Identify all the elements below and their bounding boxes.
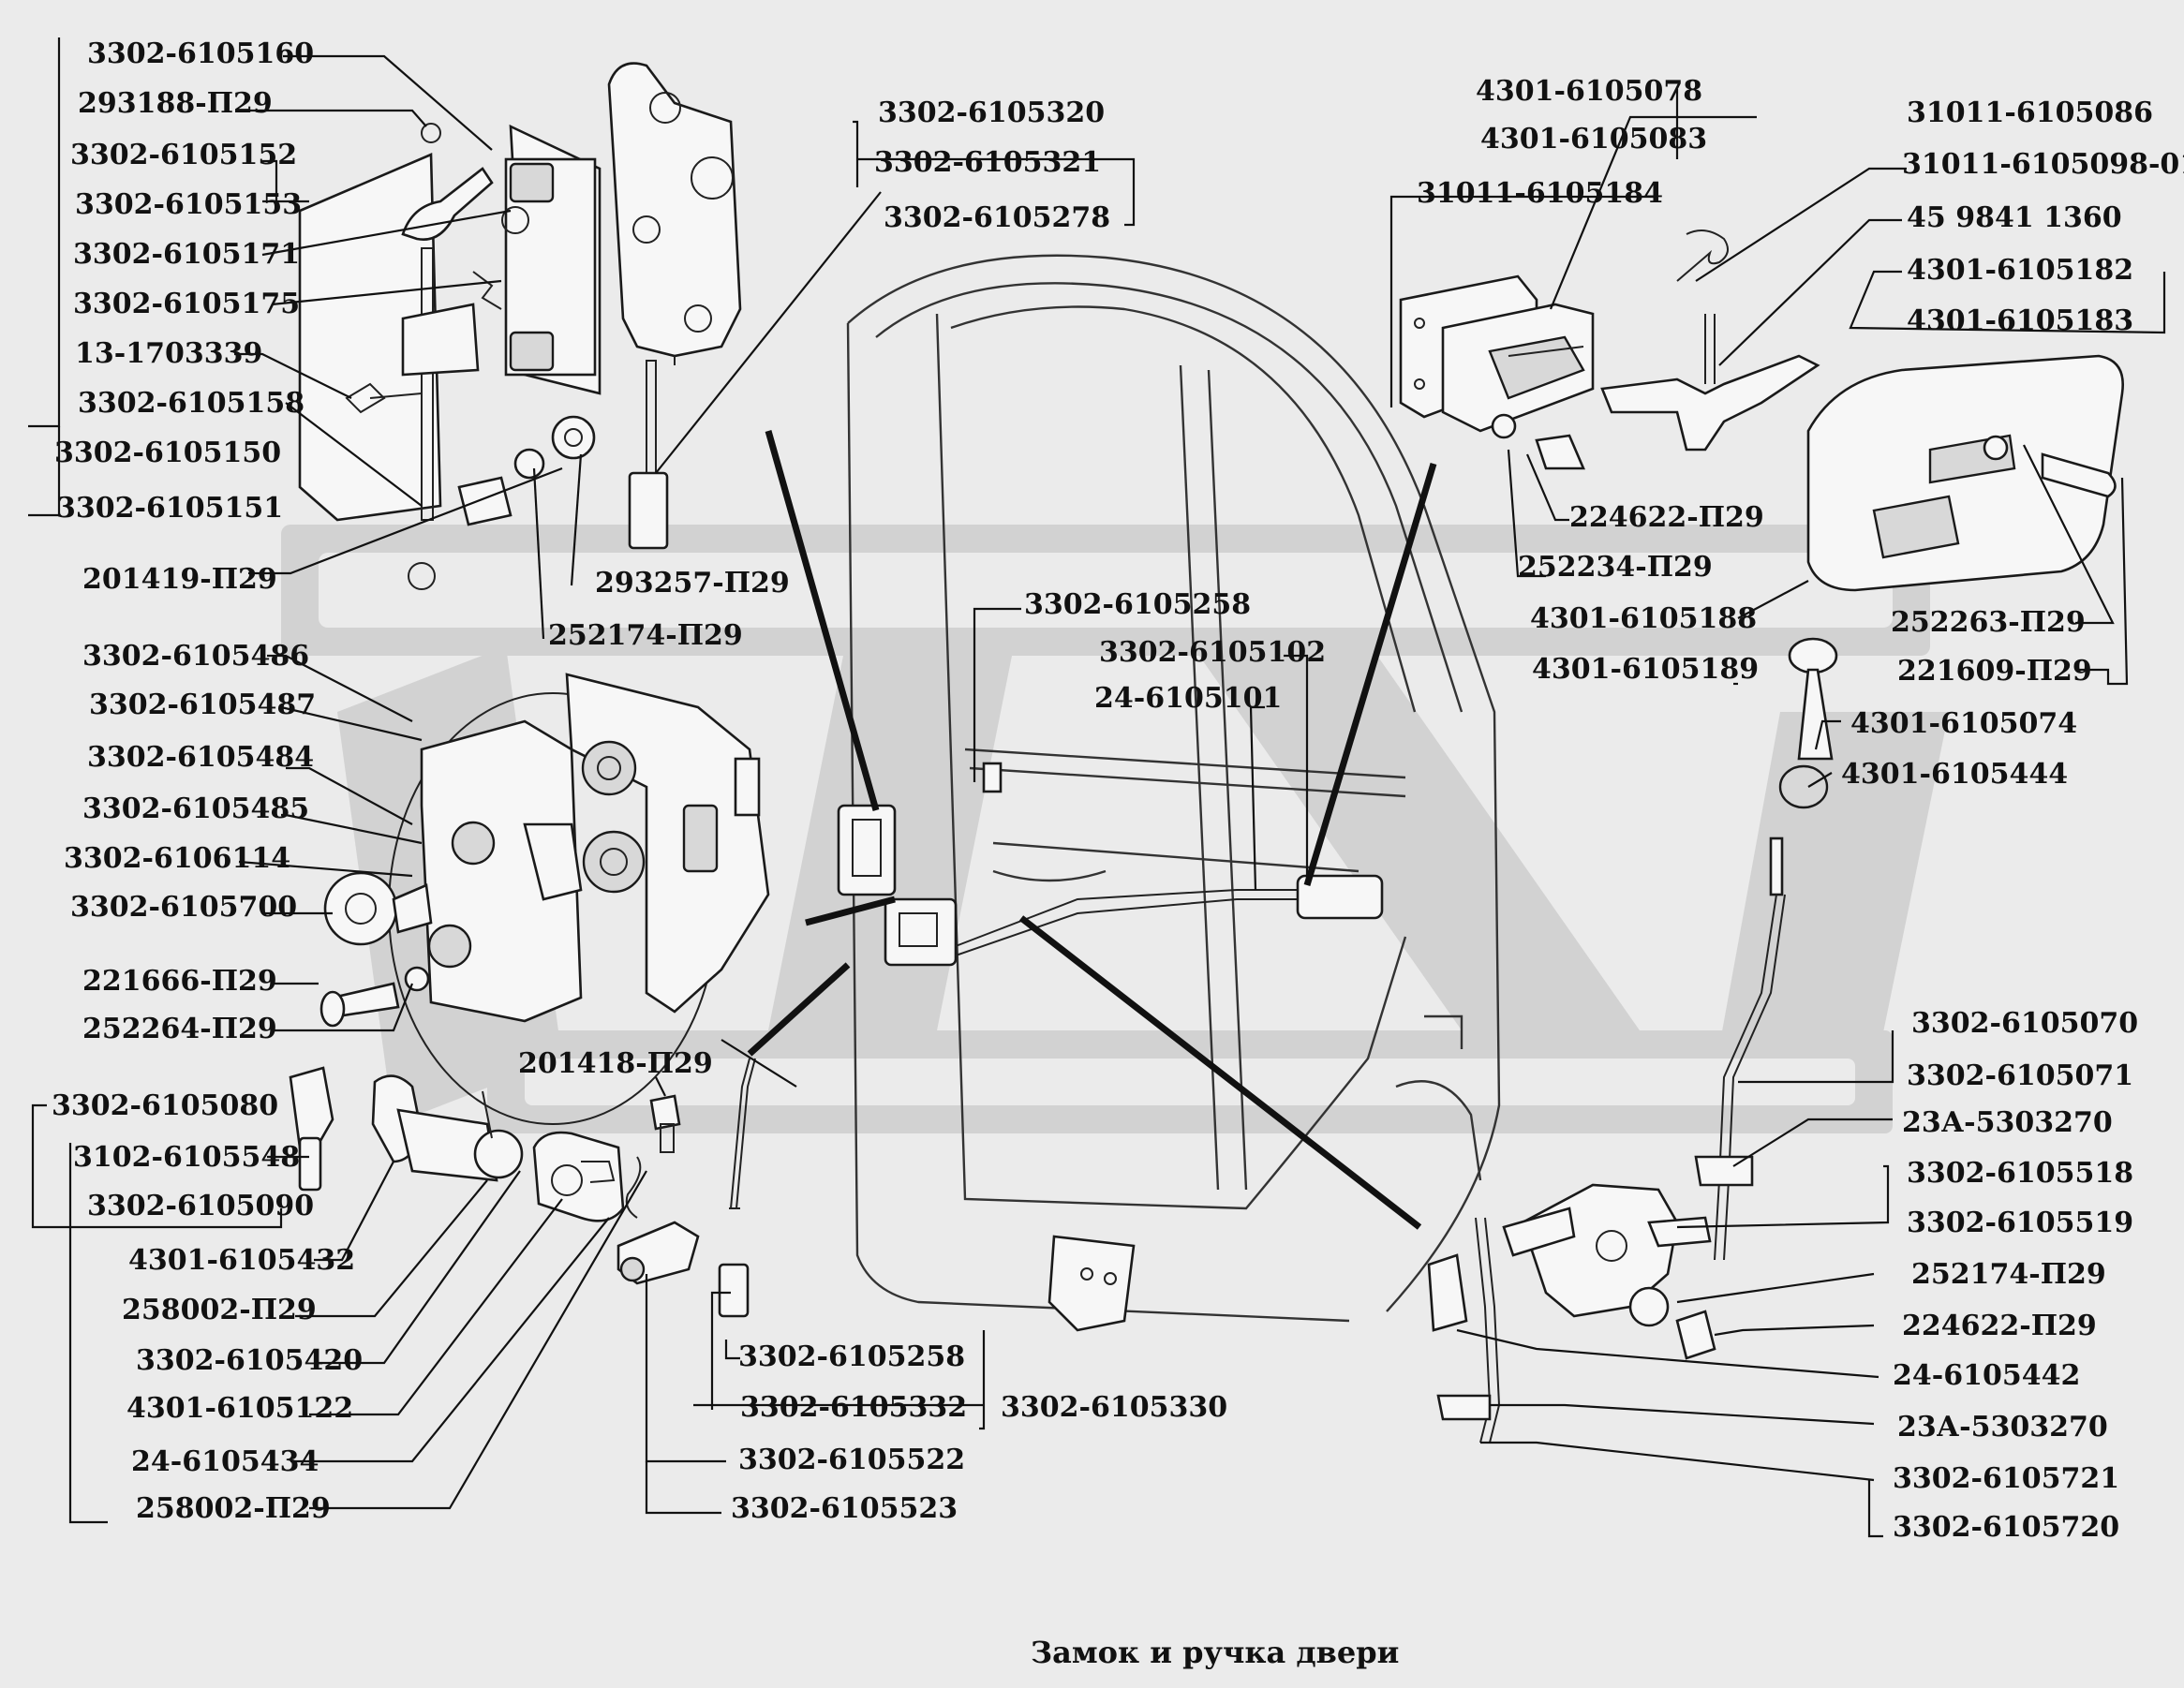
part-label: 4301-6105188	[1530, 602, 1757, 635]
part-label: 252264-П29	[82, 1013, 277, 1045]
part-label: 3302-6105153	[75, 188, 302, 221]
part-label: 3302-6105485	[82, 792, 309, 825]
part-label: 3302-6105258	[738, 1340, 965, 1373]
part-label: 4301-6105444	[1841, 758, 2068, 791]
part-label: 3302-6105152	[70, 139, 297, 171]
part-label: 252174-П29	[548, 619, 743, 652]
part-label: 3302-6105523	[731, 1492, 958, 1525]
part-label: 3102-6105548	[73, 1141, 300, 1174]
part-label: 3302-6105071	[1907, 1059, 2133, 1092]
part-label: 293188-П29	[78, 87, 273, 120]
part-label: 3302-6105519	[1907, 1207, 2133, 1239]
part-label: 4301-6105078	[1476, 75, 1702, 108]
part-label: 252234-П29	[1518, 551, 1713, 584]
part-label: 3302-6105487	[89, 689, 316, 721]
part-label: 13-1703339	[75, 337, 262, 370]
part-label: 3302-6105332	[740, 1391, 967, 1424]
part-label: 4301-6105183	[1907, 304, 2133, 337]
part-label: 4301-6105189	[1532, 653, 1759, 686]
part-label: 221609-П29	[1897, 655, 2092, 688]
part-label: 3302-6105320	[878, 96, 1105, 129]
part-label: 3302-6105070	[1911, 1007, 2138, 1040]
part-label: 3302-6105160	[87, 37, 314, 70]
part-label: 252174-П29	[1911, 1258, 2106, 1291]
part-label: 224622-П29	[1902, 1310, 2097, 1342]
part-label: 4301-6105074	[1850, 707, 2077, 740]
part-label: 24-6105101	[1094, 682, 1282, 715]
part-label: 45 9841 1360	[1907, 201, 2122, 234]
part-label: 3302-6105700	[70, 891, 297, 924]
hinge-plate-upper	[607, 62, 742, 550]
part-label: 258002-П29	[136, 1492, 331, 1525]
part-label: 3302-6105150	[54, 437, 281, 469]
part-label: 3302-6105484	[87, 741, 314, 774]
part-labels: 3302-6105160 293188-П29 3302-6105152 330…	[52, 37, 2184, 1544]
part-label: 4301-6105432	[128, 1244, 355, 1277]
part-label: 201418-П29	[518, 1047, 713, 1080]
part-label: 31011-6105098-01	[1902, 148, 2184, 181]
part-label: 3302-6105158	[78, 387, 305, 420]
part-label: 293257-П29	[595, 567, 790, 600]
part-label: 3302-6105486	[82, 640, 309, 673]
diagram-caption: Замок и ручка двери	[1031, 1635, 1399, 1670]
part-label: 3302-6105420	[136, 1344, 363, 1377]
part-label: 3302-6105090	[87, 1190, 314, 1222]
door-hinge-left	[298, 123, 602, 590]
part-label: 3302-6105175	[73, 288, 300, 320]
part-label: 3302-6105102	[1099, 636, 1326, 669]
part-label: 3302-6105321	[874, 146, 1101, 179]
part-label: 3302-6105518	[1907, 1157, 2133, 1190]
part-label: 4301-6105083	[1480, 123, 1707, 155]
lock-mechanism	[319, 673, 770, 1125]
leader-lines	[28, 37, 2166, 1538]
part-label: 3302-6105171	[73, 238, 300, 271]
part-label: 24-6105442	[1893, 1359, 2080, 1392]
part-label: 23А-5303270	[1902, 1106, 2113, 1139]
part-label: 3302-6105258	[1024, 588, 1251, 621]
part-label: 258002-П29	[122, 1294, 317, 1326]
door-outline	[837, 254, 1501, 1332]
lock-rod-lower	[718, 1058, 756, 1318]
part-label: 31011-6105184	[1417, 177, 1663, 210]
remote-control-lever	[1427, 1183, 1716, 1444]
part-label: 3302-6105721	[1893, 1462, 2119, 1495]
part-label: 3302-6105080	[52, 1089, 278, 1122]
leader-rods	[747, 430, 1437, 1230]
part-label: 252263-П29	[1891, 606, 2086, 639]
part-label: 3302-6105278	[884, 201, 1110, 234]
part-label: 221666-П29	[82, 965, 277, 998]
part-label: 23А-5303270	[1897, 1411, 2108, 1444]
inside-handle	[1399, 230, 2125, 592]
part-label: 4301-6105122	[126, 1392, 353, 1425]
part-label: 201419-П29	[82, 563, 277, 596]
part-label: 3302-6105330	[1001, 1391, 1227, 1424]
part-label: 3302-6105151	[56, 492, 283, 525]
key-cylinder-parts	[289, 1066, 700, 1285]
part-label: 31011-6105086	[1907, 96, 2153, 129]
part-label: 4301-6105182	[1907, 254, 2133, 287]
part-label: 3302-6106114	[64, 842, 290, 875]
part-label: 24-6105434	[131, 1445, 319, 1478]
part-label: 224622-П29	[1569, 501, 1764, 534]
part-label: 3302-6105720	[1893, 1511, 2119, 1544]
part-label: 3302-6105522	[738, 1444, 965, 1476]
